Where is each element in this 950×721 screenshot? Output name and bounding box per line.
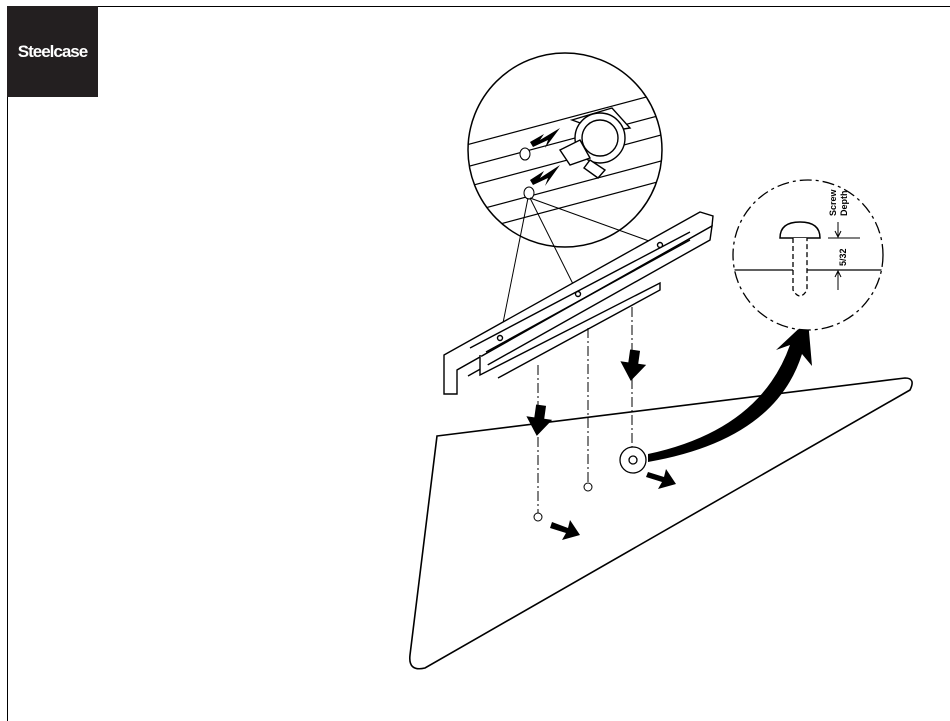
- magnified-view: [455, 53, 680, 247]
- worksurface-outline: [410, 378, 912, 669]
- pin-hole-2: [524, 187, 534, 199]
- pin-hole-1: [520, 148, 530, 160]
- screw-depth-label-1: Screw: [828, 188, 838, 216]
- arrow-right-icon: [646, 469, 676, 489]
- highlighted-screw: [620, 447, 646, 473]
- arrow-down-icon: [618, 348, 648, 382]
- arrow-right-icon: [550, 520, 580, 540]
- arrow-down-icon: [524, 403, 554, 437]
- dimension-label: 5/32: [838, 248, 848, 266]
- curved-arrow-icon: [648, 320, 812, 462]
- screw-depth-detail: Screw Depth 5/32: [733, 180, 883, 330]
- screw-icon: [534, 483, 592, 521]
- screw-depth-label-2: Depth: [839, 191, 849, 217]
